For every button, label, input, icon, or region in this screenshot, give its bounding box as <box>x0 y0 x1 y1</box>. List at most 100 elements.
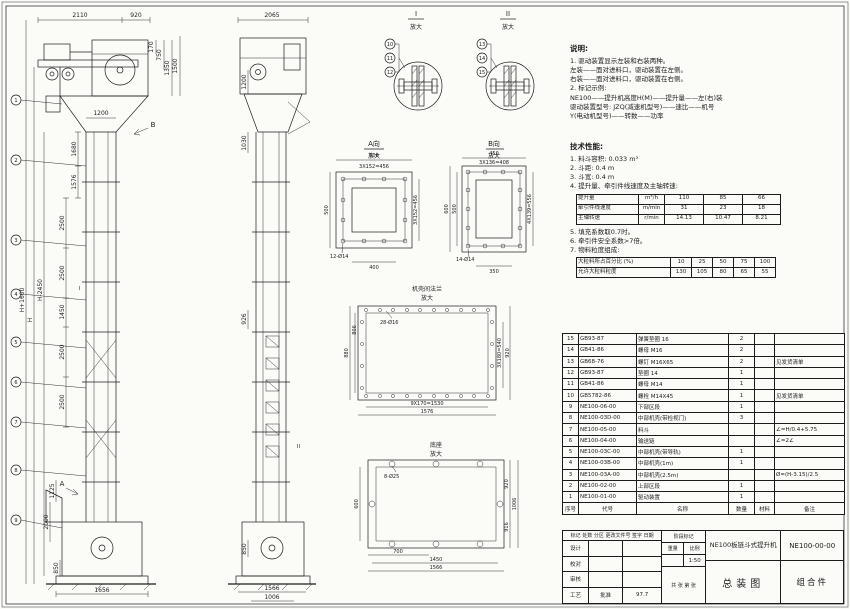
dim-flange-1576: 1576 <box>421 409 434 415</box>
perf-value: 31 <box>664 203 704 215</box>
sign-value: 批准 <box>589 587 623 603</box>
col-no: 序号 <box>562 502 579 515</box>
sign-label: 校对 <box>563 556 589 571</box>
part-material <box>754 400 775 414</box>
balloon-label: 7 <box>14 420 17 426</box>
part-code: NE100-03D-00 <box>578 412 637 425</box>
sign-date <box>623 557 661 572</box>
part-code: NE100-03B-00 <box>578 457 637 470</box>
balloon-label: 8 <box>14 468 17 474</box>
dim-base-916: 916 <box>504 522 510 532</box>
dim-b-556: 4X139=556 <box>527 194 533 224</box>
sign-value <box>589 541 623 556</box>
size-value: 10 <box>670 257 692 269</box>
particle-size-table: 大粒料所占百分比 (%) 10 25 50 75 100 允许大粒料粒度 130… <box>576 257 776 279</box>
col-name: 名称 <box>636 502 729 515</box>
note-line: 2. 标记示例: <box>570 84 607 93</box>
part-remark <box>774 445 845 459</box>
title-block: 标记 处数 分区 更改文件号 签字 日期 设计 校对 审核 工艺 批 <box>562 530 844 604</box>
dim-b-holes: 14-Ø14 <box>456 256 474 263</box>
detail-ii-title: II <box>506 10 510 18</box>
size-value: 80 <box>712 267 734 279</box>
parts-row: 6 NE100-04-00 输送链 ∠=2∠ <box>562 434 845 447</box>
balloon-label: 14 <box>479 56 485 62</box>
front-view <box>37 39 156 591</box>
spec-item: 6. 牵引件安全系数>7倍。 <box>570 236 647 245</box>
perf-value: 66 <box>742 193 781 205</box>
part-qty: 1 <box>728 366 755 380</box>
part-qty <box>728 468 755 481</box>
part-material <box>754 332 775 346</box>
dim-1500: 1500 <box>172 58 179 73</box>
dim-b-350: 350 <box>489 269 499 275</box>
part-qty: 1 <box>728 445 755 459</box>
dim-a-500-top: 500 <box>369 153 379 159</box>
dim-750: 750 <box>156 49 163 61</box>
dim-2065: 2065 <box>264 12 279 19</box>
balloon-label: 3 <box>14 238 17 244</box>
size-value: 75 <box>733 257 755 269</box>
perf-unit: r/min <box>638 213 665 225</box>
dim-a-456-top: 3X152=456 <box>359 164 389 170</box>
product-name: NE100板链斗式提升机 <box>705 531 781 561</box>
part-code: NE100-03C-00 <box>578 445 637 459</box>
revision-header: 标记 处数 分区 更改文件号 签字 日期 <box>563 531 662 541</box>
spec-item: 3. 斗宽: 0.4 m <box>570 173 615 182</box>
dim-1350: 1350 <box>164 60 171 75</box>
size-value: 65 <box>733 267 755 279</box>
part-remark <box>774 344 845 357</box>
flange-subtitle: 放大 <box>421 294 433 302</box>
parts-row: 7 NE100-05-00 料斗 ∠=H/0.4+5.75 <box>562 423 845 436</box>
flange-detail: 机壳间法兰 放大 28-Ø16 880 806 3X180=540 920 9X… <box>344 285 511 416</box>
size-value: 130 <box>670 267 692 279</box>
part-qty: 3 <box>728 412 755 425</box>
part-material <box>754 389 775 402</box>
dim-1200: 1200 <box>93 110 108 117</box>
part-qty: 1 <box>728 479 755 493</box>
perf-value: 14.13 <box>664 213 704 225</box>
part-name: 垫圈 14 <box>636 366 729 380</box>
parts-row: 12 GB93-87 垫圈 14 1 <box>562 366 845 380</box>
note-line: Y(电动机型号)——转数——功率 <box>570 111 664 120</box>
drawing-code: NE100-00-00 <box>781 531 844 561</box>
view-a-title: A向 <box>368 139 380 148</box>
part-material <box>754 457 775 470</box>
part-code: NE100-04-00 <box>578 434 637 447</box>
parts-row: 2 NE100-02-00 上部区段 1 <box>562 479 845 493</box>
performance-row: 牵引件线速度 m/min 31 23 18 <box>576 203 781 215</box>
part-no: 3 <box>562 468 579 481</box>
part-remark <box>774 400 845 414</box>
balloon-label: 6 <box>14 380 17 386</box>
part-qty: 1 <box>728 457 755 470</box>
view-b-title: B向 <box>488 139 500 148</box>
sign-date <box>623 572 661 587</box>
balloon-label: 11 <box>387 56 393 62</box>
dim-920: 920 <box>130 12 142 19</box>
front-balloons: 1 2 3 4 5 6 7 8 9 <box>10 94 87 529</box>
perf-value: 10.47 <box>703 213 743 225</box>
parts-row: 15 GB93-87 弹簧垫圈 16 2 <box>562 332 845 346</box>
part-code: NE100-01-00 <box>578 491 637 504</box>
part-qty <box>728 423 755 436</box>
dim-2500-3: 2500 <box>59 344 66 359</box>
part-remark <box>774 332 845 346</box>
part-material <box>754 366 775 380</box>
dim-flange-holes: 28-Ø16 <box>380 319 398 326</box>
part-name: 中部机壳(带导轨) <box>636 445 729 459</box>
view-arrow-a: A <box>60 480 65 488</box>
dim-b-450: 450 <box>489 151 499 157</box>
perf-value: 8.21 <box>742 213 781 225</box>
dim-b-600: 600 <box>444 204 450 214</box>
flange-title: 机壳间法兰 <box>412 285 442 293</box>
balloon-label: 12 <box>387 70 393 76</box>
dim-flange-880: 880 <box>344 348 350 358</box>
part-name: 料斗 <box>636 423 729 436</box>
dim-1125: 1125 <box>49 483 56 498</box>
part-code: GB41-86 <box>578 344 637 357</box>
part-code: GB93-87 <box>578 332 637 346</box>
size-label: 大粒料所占百分比 (%) <box>576 257 671 269</box>
col-remark: 备注 <box>774 502 845 515</box>
dim-flange-806: 806 <box>352 325 358 335</box>
sign-value <box>589 556 623 571</box>
